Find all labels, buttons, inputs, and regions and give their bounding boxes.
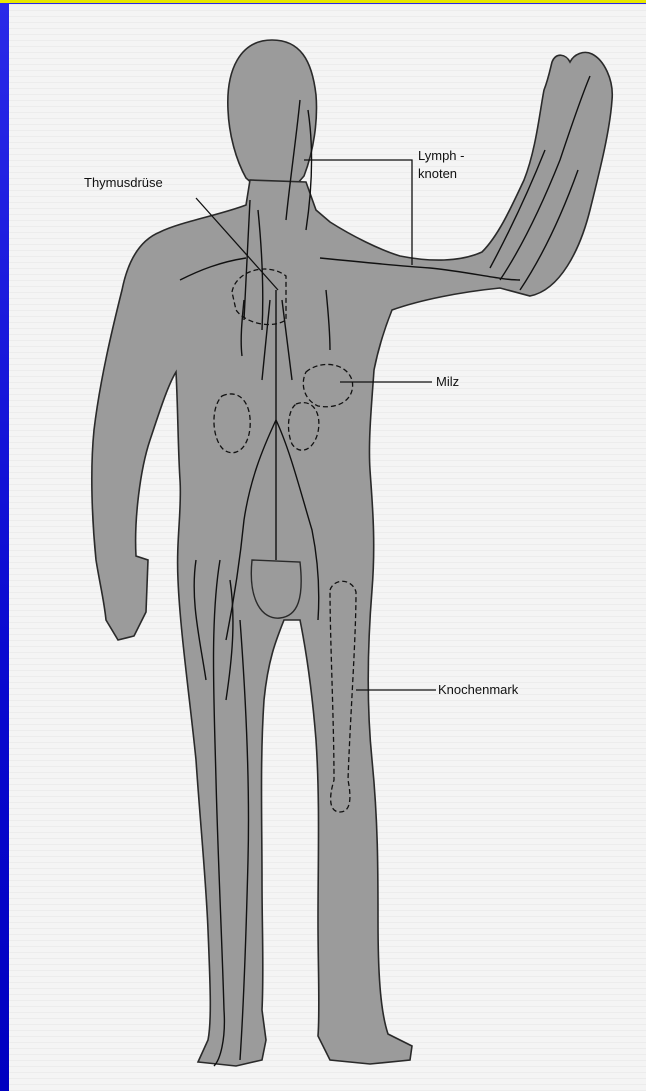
top-accent-line <box>0 0 646 3</box>
body-figure-icon <box>92 40 612 1066</box>
diagram-canvas: Thymusdrüse Lymph - knoten Milz Knochenm… <box>9 4 646 1091</box>
lymphatic-diagram: Thymusdrüse Lymph - knoten Milz Knochenm… <box>9 4 646 1091</box>
thymus-label: Thymusdrüse <box>84 175 163 190</box>
lymph-label-line1: Lymph - <box>418 148 464 163</box>
spleen-label: Milz <box>436 374 459 389</box>
lymph-label-line2: knoten <box>418 166 457 181</box>
marrow-label: Knochenmark <box>438 682 519 697</box>
